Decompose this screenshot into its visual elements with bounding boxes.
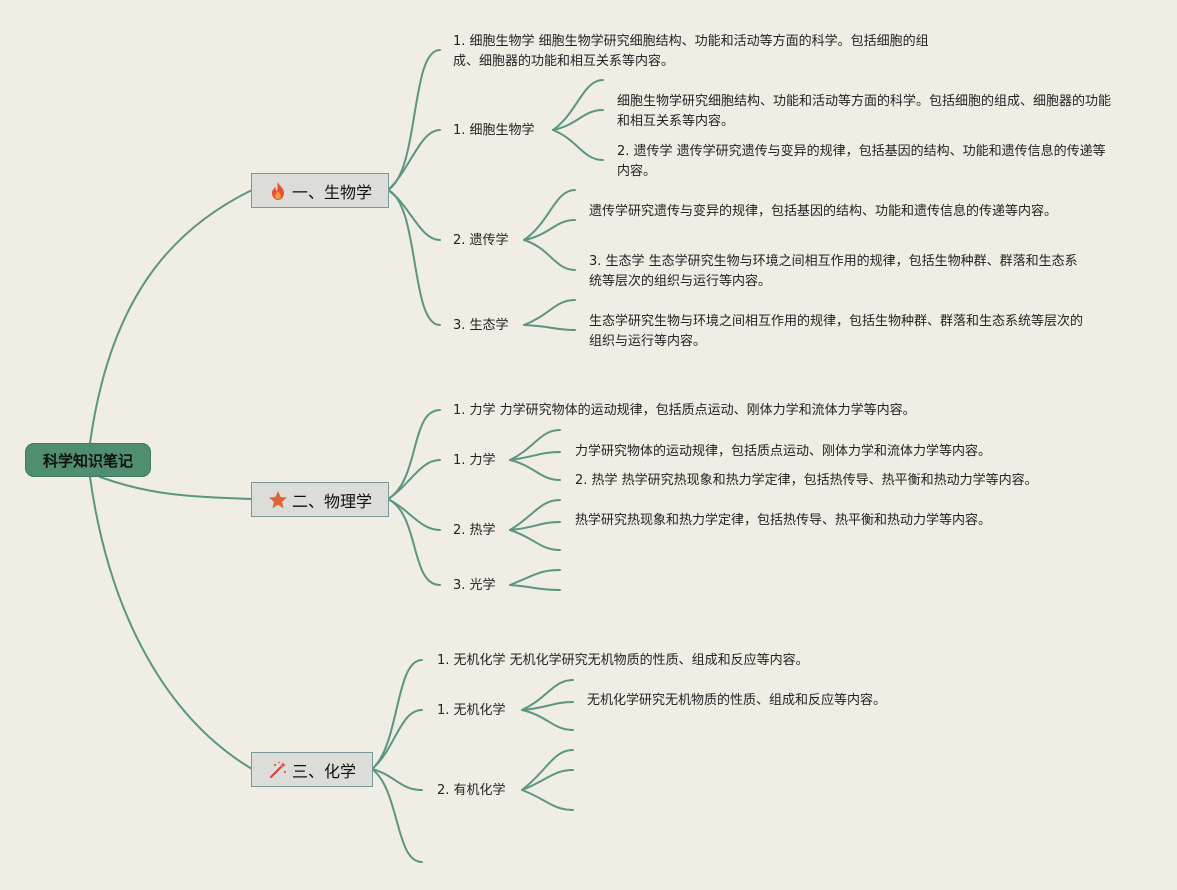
root-label: 科学知识笔记 xyxy=(42,451,133,470)
branch-chemistry-label: 三、化学 xyxy=(292,761,357,781)
edge-bio-1 xyxy=(387,49,441,191)
magic-wand-icon xyxy=(268,760,288,780)
edge-bio-4-c2 xyxy=(523,324,576,331)
bio-item-2-child-2[interactable]: 2. 遗传学 遗传学研究遗传与变异的规律，包括基因的结构、功能和遗传信息的传递等… xyxy=(617,144,1106,179)
phy-item-2[interactable]: 1. 力学 xyxy=(453,453,496,468)
chem-item-2[interactable]: 1. 无机化学 xyxy=(437,703,506,718)
phy-item-3-child-1[interactable]: 热学研究热现象和热力学定律，包括热传导、热平衡和热动力学等内容。 xyxy=(575,513,992,528)
edge-phy-4-c1 xyxy=(509,569,561,586)
edge-chem-2 xyxy=(371,709,423,770)
edge-phy-4 xyxy=(387,498,441,586)
edge-phy-3-c3 xyxy=(509,529,561,551)
edge-root-physics xyxy=(99,476,253,500)
bio-item-1[interactable]: 1. 细胞生物学 细胞生物学研究细胞结构、功能和活动等方面的科学。包括细胞的组成… xyxy=(453,34,929,69)
edge-bio-3-c1 xyxy=(523,189,576,241)
edge-chem-1 xyxy=(371,659,423,770)
bio-item-4[interactable]: 3. 生态学 xyxy=(453,318,509,333)
edge-phy-3-c1 xyxy=(509,499,561,531)
edge-chem-2-c3 xyxy=(521,709,574,731)
branch-physics[interactable]: 二、物理学 xyxy=(251,482,389,517)
edge-bio-2-c3 xyxy=(552,129,604,161)
star-icon xyxy=(268,490,288,510)
bio-item-2-child-1[interactable]: 细胞生物学研究细胞结构、功能和活动等方面的科学。包括细胞的组成、细胞器的功能和相… xyxy=(617,94,1112,129)
root-node[interactable]: 科学知识笔记 xyxy=(25,443,151,477)
bio-item-3-child-2[interactable]: 3. 生态学 生态学研究生物与环境之间相互作用的规律，包括生物种群、群落和生态系… xyxy=(589,254,1078,289)
edge-phy-2-c3 xyxy=(509,459,561,481)
edge-chem-2-c1 xyxy=(521,679,574,711)
phy-item-4[interactable]: 3. 光学 xyxy=(453,578,496,593)
bio-item-2[interactable]: 1. 细胞生物学 xyxy=(453,123,535,138)
edge-bio-3-c2 xyxy=(523,219,576,241)
edge-bio-2-c1 xyxy=(552,79,604,131)
chem-item-2-child-1[interactable]: 无机化学研究无机物质的性质、组成和反应等内容。 xyxy=(587,693,887,708)
edge-chem-3 xyxy=(371,768,423,791)
edge-phy-3-c2 xyxy=(509,521,561,531)
edge-phy-2 xyxy=(387,459,441,500)
branch-physics-label: 二、物理学 xyxy=(292,491,373,511)
phy-item-2-child-2[interactable]: 2. 热学 热学研究热现象和热力学定律，包括热传导、热平衡和热动力学等内容。 xyxy=(575,473,1038,488)
phy-item-2-child-1[interactable]: 力学研究物体的运动规律，包括质点运动、刚体力学和流体力学等内容。 xyxy=(575,444,992,459)
edge-chem-4 xyxy=(371,768,423,863)
edge-bio-2-c2 xyxy=(552,109,604,131)
edge-phy-2-c2 xyxy=(509,451,561,461)
phy-item-1[interactable]: 1. 力学 力学研究物体的运动规律，包括质点运动、刚体力学和流体力学等内容。 xyxy=(453,403,916,418)
chem-item-1[interactable]: 1. 无机化学 无机化学研究无机物质的性质、组成和反应等内容。 xyxy=(437,653,809,668)
bio-item-3[interactable]: 2. 遗传学 xyxy=(453,233,509,248)
phy-item-3[interactable]: 2. 热学 xyxy=(453,523,496,538)
edge-chem-3-c1 xyxy=(521,749,574,791)
edge-chem-3-c3 xyxy=(521,789,574,811)
edge-chem-3-c2 xyxy=(521,769,574,791)
branch-biology[interactable]: 一、生物学 xyxy=(251,173,389,208)
edge-bio-2 xyxy=(387,129,441,191)
edge-root-chemistry xyxy=(89,476,253,770)
branch-biology-label: 一、生物学 xyxy=(292,182,373,202)
edge-phy-2-c1 xyxy=(509,429,561,461)
edge-phy-4-c2 xyxy=(509,584,561,591)
edge-bio-4-c1 xyxy=(523,299,576,326)
chem-item-3[interactable]: 2. 有机化学 xyxy=(437,783,506,798)
edge-root-biology xyxy=(89,189,253,444)
fire-icon xyxy=(268,181,288,201)
branch-chemistry[interactable]: 三、化学 xyxy=(251,752,373,787)
bio-item-3-child-1[interactable]: 遗传学研究遗传与变异的规律，包括基因的结构、功能和遗传信息的传递等内容。 xyxy=(589,204,1058,219)
bio-item-4-child-1[interactable]: 生态学研究生物与环境之间相互作用的规律，包括生物种群、群落和生态系统等层次的组织… xyxy=(589,314,1084,349)
edge-bio-4 xyxy=(387,189,441,326)
edge-chem-2-c2 xyxy=(521,701,574,711)
edge-bio-3-c3 xyxy=(523,239,576,271)
edge-phy-1 xyxy=(387,409,441,500)
